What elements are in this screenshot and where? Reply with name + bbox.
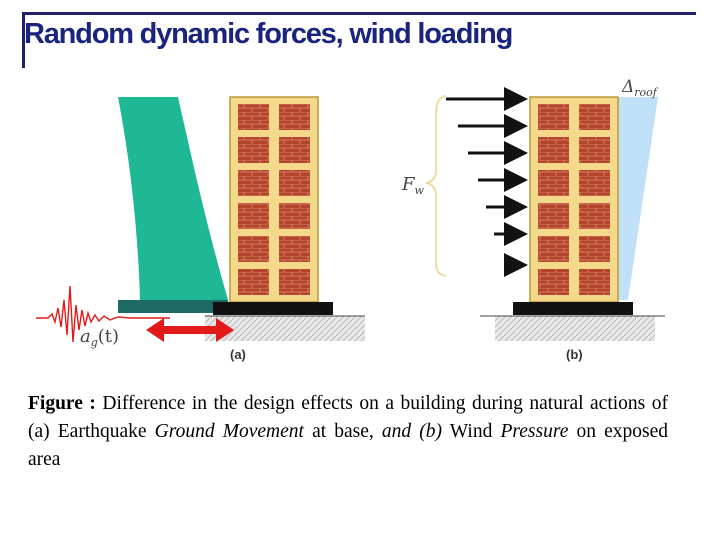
page-title: Random dynamic forces, wind loading xyxy=(24,18,513,50)
building-loading-figure: ag(t) (a) xyxy=(36,77,665,362)
ground-soil-b xyxy=(495,316,655,341)
ground-motion-arrow xyxy=(146,318,234,342)
caption-lead: Figure : xyxy=(28,393,96,414)
wind-force-brace xyxy=(425,95,447,277)
caption-part4: on exposed area xyxy=(28,421,668,470)
caption-part1: Difference in the design effects on a bu… xyxy=(28,393,668,442)
brick-infill-a xyxy=(238,104,310,295)
title-frame xyxy=(22,12,696,70)
ground-accel-label: ag(t) xyxy=(80,326,119,349)
label-b: (b) xyxy=(566,347,583,362)
wind-force-label: Fw xyxy=(401,174,425,197)
roof-drift-label: Δroof xyxy=(621,77,659,99)
caption-em3: Pressure xyxy=(500,421,569,442)
label-a: (a) xyxy=(230,347,246,362)
ground-motion-trace xyxy=(36,285,170,343)
panel-b: Fw Δroof (b) xyxy=(401,77,665,362)
title-left-rule xyxy=(22,12,25,68)
displaced-shape xyxy=(118,97,228,300)
panel-a: ag(t) (a) xyxy=(36,96,365,362)
figure-caption: Figure : Difference in the design effect… xyxy=(28,390,668,474)
caption-part3: Wind xyxy=(442,421,501,442)
caption-em1: Ground Movement xyxy=(154,421,304,442)
building-frame-a xyxy=(229,96,319,303)
roof-drift-wedge xyxy=(616,97,658,300)
caption-em2: , and (b) xyxy=(368,421,443,442)
displaced-base xyxy=(118,300,228,313)
title-top-rule xyxy=(22,12,696,15)
caption-part2: at base xyxy=(303,421,369,442)
wind-arrows xyxy=(446,87,528,277)
brick-infill-b xyxy=(538,104,610,295)
foundation-a xyxy=(213,302,333,315)
foundation-b xyxy=(513,302,633,315)
building-frame-b xyxy=(529,96,619,303)
